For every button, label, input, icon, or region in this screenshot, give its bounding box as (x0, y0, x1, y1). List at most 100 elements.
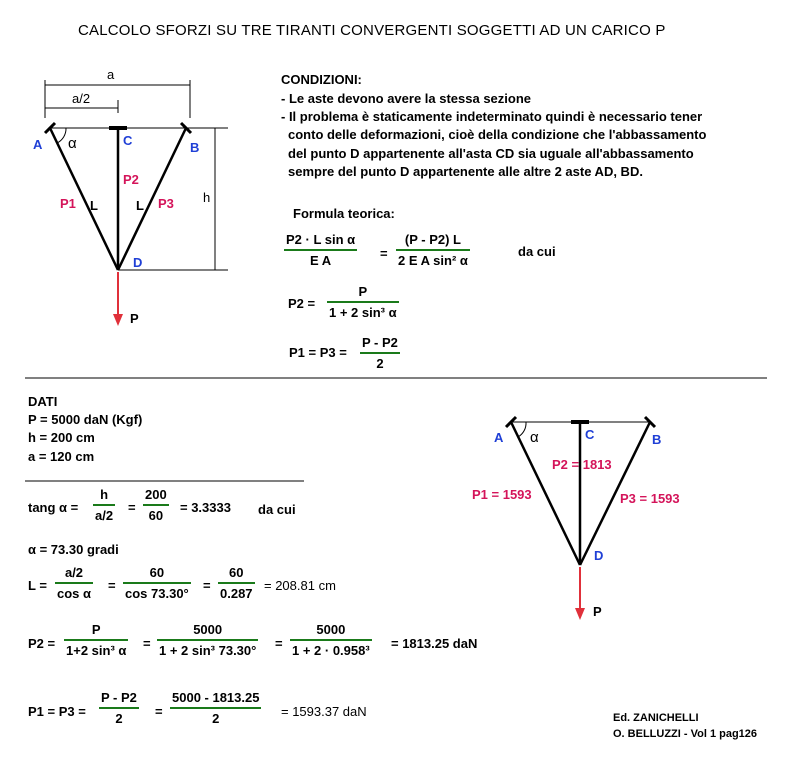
fraction-bar (157, 639, 259, 641)
denominator: 1 + 2 · 0.958³ (292, 642, 370, 658)
dati-p: P = 5000 daN (Kgf) (28, 412, 143, 427)
conditions-heading: CONDIZIONI: (281, 72, 362, 87)
fraction-bar (327, 301, 399, 303)
load2-p-label: P (593, 604, 602, 619)
denominator: 60 (148, 507, 164, 523)
fraction-bar (360, 352, 400, 354)
tang-result: = 3.3333 (180, 500, 231, 515)
page-title: CALCOLO SFORZI SU TRE TIRANTI CONVERGENT… (78, 22, 666, 39)
denominator: 1 + 2 sin³ 73.30° (159, 642, 257, 658)
condition-line-3: conto delle deformazioni, cioè della con… (288, 127, 707, 142)
bar2-bd (578, 421, 652, 566)
fraction-bar (143, 504, 169, 506)
condition-line-4: del punto D appartenente all'asta CD sia… (288, 146, 694, 161)
l-lhs: L = (28, 578, 47, 593)
tang-lhs: tang α = (28, 500, 79, 515)
equals-sign: = (155, 704, 163, 719)
fraction-bar (396, 249, 470, 251)
numerator: P - P2 (362, 335, 398, 350)
p1-lhs: P1 = P3 = (28, 704, 86, 719)
load-p-label: P (130, 311, 139, 326)
fraction-bar (55, 582, 94, 584)
numerator: P - P2 (101, 690, 137, 705)
denominator: 0.287 (220, 585, 253, 601)
numerator: a/2 (64, 565, 84, 580)
denominator: cos 73.30° (125, 585, 189, 601)
numerator: 5000 - 1813.25 (172, 690, 260, 705)
tang-fraction-1: h a/2 (93, 487, 116, 523)
formula1-right-fraction: (P - P2) L 2 E A sin² α (396, 232, 470, 268)
force2-p3-label: P3 = 1593 (620, 491, 680, 506)
p2-fraction-2: 5000 1 + 2 sin³ 73.30° (157, 622, 259, 658)
fraction-bar (218, 582, 255, 584)
point-a-label: A (33, 137, 43, 152)
dim-h-label: h (203, 190, 211, 205)
force-p2-label: P2 (123, 172, 139, 187)
alpha2-symbol: α (530, 429, 539, 446)
force-p1-label: P1 (60, 196, 76, 211)
force2-p1-label: P1 = 1593 (472, 487, 532, 502)
da-cui-text: da cui (518, 244, 556, 259)
force2-p2-label: P2 = 1813 (552, 457, 612, 472)
p2-fraction-3: 5000 1 + 2 · 0.958³ (290, 622, 372, 658)
equals-sign: = (275, 636, 283, 651)
dati-a: a = 120 cm (28, 449, 95, 464)
fraction-bar (123, 582, 191, 584)
formula2-lhs: P2 = (288, 296, 316, 311)
numerator: 60 (229, 565, 244, 580)
p2-fraction-1: P 1+2 sin³ α (64, 622, 129, 658)
formula1-left-fraction: P2 · L sin α E A (284, 232, 358, 268)
equals-sign: = (143, 636, 151, 651)
numerator: 200 (145, 487, 167, 502)
l-fraction-3: 60 0.287 (218, 565, 255, 601)
p1-result: = 1593.37 daN (281, 704, 367, 719)
denominator: 2 (212, 710, 220, 726)
numerator: h (100, 487, 109, 502)
numerator: 5000 (316, 622, 346, 637)
denominator: E A (309, 252, 332, 268)
point-b-label: B (190, 140, 200, 155)
p1-fraction-2: 5000 - 1813.25 2 (170, 690, 262, 726)
condition-line-5: sempre del punto D appartenente alle alt… (288, 164, 643, 179)
equals-sign: = (108, 578, 116, 593)
point-c-label: C (123, 133, 133, 148)
l-result: = 208.81 cm (264, 578, 336, 593)
fraction-bar (284, 249, 358, 251)
equals-sign: = (203, 578, 211, 593)
credit-publisher: Ed. ZANICHELLI (613, 712, 699, 724)
dati-h: h = 200 cm (28, 430, 95, 445)
fraction-bar (93, 504, 116, 506)
fraction-bar (290, 639, 372, 641)
denominator: 2 E A sin² α (398, 252, 468, 268)
fraction-bar (170, 707, 262, 709)
alpha-result: α = 73.30 gradi (28, 542, 119, 557)
formula3-fraction: P - P2 2 (360, 335, 400, 371)
bar2-ad (509, 421, 582, 566)
alpha-symbol: α (68, 135, 77, 152)
point2-a-label: A (494, 430, 504, 445)
l-fraction-2: 60 cos 73.30° (123, 565, 191, 601)
denominator: 2 (115, 710, 123, 726)
length-l-left: L (90, 198, 98, 213)
numerator: 5000 (193, 622, 223, 637)
formula3-lhs: P1 = P3 = (289, 345, 347, 360)
equals-sign: = (128, 500, 136, 515)
numerator: (P - P2) L (404, 232, 461, 247)
condition-line-1: - Le aste devono avere la stessa sezione (281, 91, 532, 106)
diagram-2-structure (504, 415, 657, 620)
formula2-fraction: P 1 + 2 sin³ α (327, 284, 399, 320)
denominator: 2 (376, 355, 384, 371)
l-fraction-1: a/2 cos α (55, 565, 94, 601)
fraction-bar (64, 639, 129, 641)
numerator: P (358, 284, 368, 299)
fraction-bar (99, 707, 139, 709)
numerator: P2 · L sin α (286, 232, 356, 247)
tang-da-cui: da cui (258, 502, 296, 517)
denominator: 1+2 sin³ α (66, 642, 127, 658)
p1-fraction-1: P - P2 2 (99, 690, 139, 726)
condition-line-2: - Il problema è staticamente indetermina… (281, 109, 703, 124)
length-l-right: L (136, 198, 144, 213)
denominator: cos α (57, 585, 92, 601)
